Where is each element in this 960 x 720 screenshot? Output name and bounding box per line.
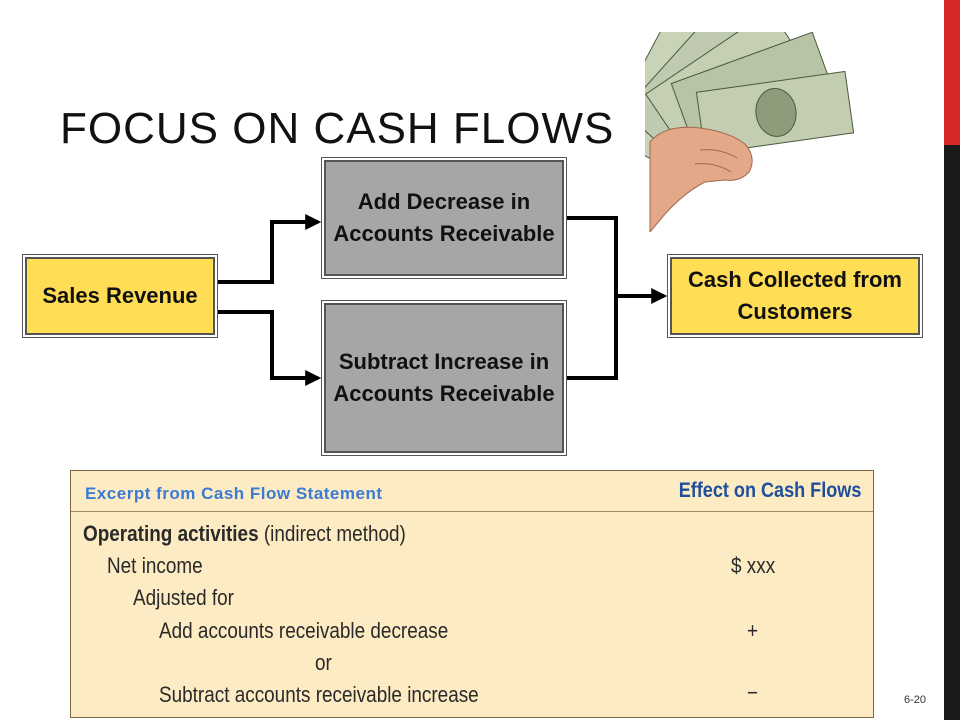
slide-title: FOCUS ON CASH FLOWS	[60, 104, 615, 153]
excerpt-row-add-decrease: Add accounts receivable decrease	[159, 618, 448, 644]
subtract-increase-box: Subtract Increase in Accounts Receivable	[321, 300, 567, 456]
excerpt-row-text: Net income	[107, 553, 203, 578]
cash-collected-label: Cash Collected from Customers	[688, 267, 902, 324]
money-in-hand-icon	[645, 32, 855, 232]
excerpt-row-bold: Operating activities	[83, 521, 259, 546]
effect-plus: +	[747, 618, 759, 643]
excerpt-title: Excerpt from Cash Flow Statement	[85, 484, 383, 503]
cash-collected-box: Cash Collected from Customers	[667, 254, 923, 338]
add-decrease-label: Add Decrease in Accounts Receivable	[333, 189, 555, 246]
subtract-increase-label: Subtract Increase in Accounts Receivable	[333, 349, 555, 406]
effect-minus: −	[747, 680, 759, 705]
excerpt-divider	[71, 511, 873, 512]
side-bar	[944, 0, 960, 720]
excerpt-row-adjusted: Adjusted for	[133, 585, 234, 611]
side-bar-accent	[944, 0, 960, 145]
cash-flow-excerpt: Excerpt from Cash Flow Statement Effect …	[70, 470, 874, 718]
sales-revenue-label: Sales Revenue	[42, 283, 198, 308]
excerpt-row-text: Add accounts receivable decrease	[159, 618, 449, 643]
slide-number: 6-20	[904, 694, 927, 706]
excerpt-row-text: Subtract accounts receivable increase	[159, 682, 479, 707]
excerpt-row-subtract-increase: Subtract accounts receivable increase	[159, 682, 479, 708]
excerpt-row-or: or	[315, 650, 332, 676]
excerpt-row-net-income: Net income	[107, 553, 203, 579]
excerpt-row-text: (indirect method)	[258, 521, 406, 546]
effect-net-income: $ xxx	[731, 553, 776, 578]
excerpt-row-text: or	[315, 650, 332, 675]
add-decrease-box: Add Decrease in Accounts Receivable	[321, 157, 567, 279]
sales-revenue-box: Sales Revenue	[22, 254, 218, 338]
effect-header: Effect on Cash Flows	[678, 479, 861, 502]
excerpt-row-text: Adjusted for	[133, 585, 234, 610]
excerpt-row-operating: Operating activities (indirect method)	[83, 521, 406, 547]
